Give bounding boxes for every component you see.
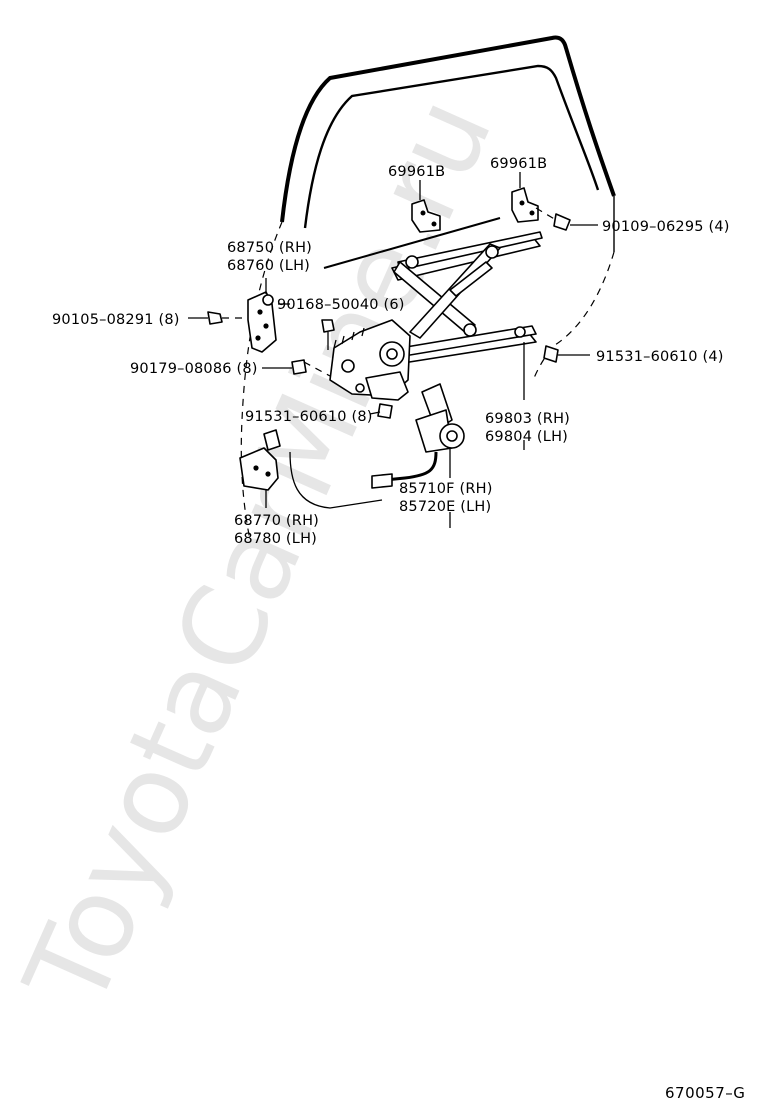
- bolt-90105-icon: [188, 311, 248, 325]
- door-panel-outline-left: [240, 221, 283, 541]
- label-91531-right: 91531–60610 (4): [596, 349, 724, 365]
- label-68780: 68780 (LH): [234, 531, 317, 547]
- label-68770: 68770 (RH): [234, 513, 319, 529]
- glass-bracket-right: [511, 172, 539, 223]
- label-69804: 69804 (LH): [485, 429, 568, 445]
- roller-bracket-68750: [247, 278, 277, 353]
- label-69961b-right: 69961B: [490, 156, 547, 172]
- glass-bottom-edge: [323, 217, 501, 269]
- bolt-91531-left-icon: [369, 403, 393, 419]
- label-90105: 90105–08291 (8): [52, 312, 180, 328]
- door-panel-outline-right: [533, 251, 615, 379]
- label-69961b-left: 69961B: [388, 164, 445, 180]
- label-68760: 68760 (LH): [227, 258, 310, 274]
- label-91531-left: 91531–60610 (8): [245, 409, 373, 425]
- label-69803: 69803 (RH): [485, 411, 570, 427]
- bolt-90109-icon: [535, 207, 598, 231]
- label-68750: 68750 (RH): [227, 240, 312, 256]
- roller-bracket-68770: [239, 429, 281, 508]
- bolt-90168-icon: [278, 303, 335, 350]
- door-glass-inner-edge: [303, 64, 600, 229]
- label-85720e: 85720E (LH): [399, 499, 491, 515]
- label-90109: 90109–06295 (4): [602, 219, 730, 235]
- nut-90179-icon: [262, 359, 331, 377]
- wire-harness-outline: [289, 451, 383, 509]
- bolt-91531-right-icon: [543, 345, 590, 363]
- glass-bracket-left: [411, 180, 441, 233]
- label-85710f: 85710F (RH): [399, 481, 493, 497]
- label-90168: 90168–50040 (6): [277, 297, 405, 313]
- label-90179: 90179–08086 (8): [130, 361, 258, 377]
- window-regulator-assembly: [329, 231, 543, 401]
- window-regulator-motor: [371, 383, 465, 489]
- door-glass-frame: [280, 35, 616, 223]
- diagram-code: 670057–G: [665, 1084, 745, 1102]
